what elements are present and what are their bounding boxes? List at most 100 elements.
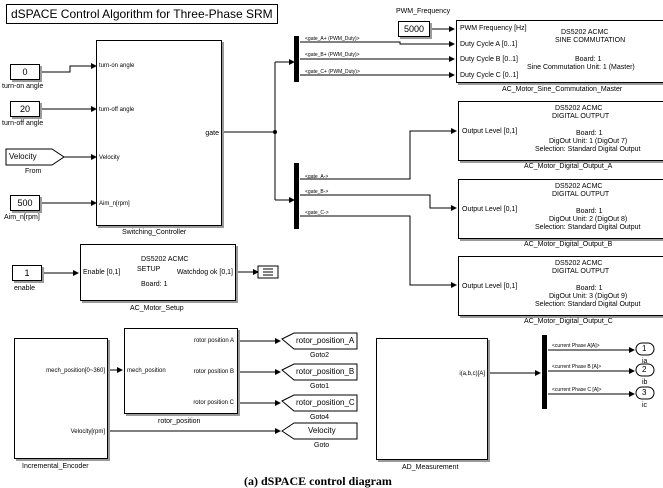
do-b-line5: Selection: Standard Digital Output [535,224,641,231]
from-velocity-tag[interactable]: Velocity [9,152,37,161]
rotor-out-b: rotor position B [193,369,234,375]
goto-rotor-b-tag[interactable]: rotor_position_B [296,367,355,376]
mux-pwm-b: <gate_B+ (PWM_Duty)> [305,52,360,58]
goto-rotor-a-tag[interactable]: rotor_position_A [296,336,355,345]
goto-rotor-c-label: Goto4 [310,414,330,421]
mux-dig-c: <gate_C-> [305,210,329,216]
outport-2-label: ib [642,379,648,386]
bus-selector-pwm[interactable] [294,36,299,82]
rotor-position-name: rotor_position [158,418,201,425]
outport-1-num[interactable]: 1 [642,344,647,353]
outport-3-num[interactable]: 3 [642,388,647,397]
mux-dig-a: <gate_A-> [305,174,329,180]
do-a-port: Output Level [0,1] [462,128,518,135]
setup-block[interactable]: DS5202 ACMC SETUP Board: 1 Enable [0,1] … [80,244,236,301]
rotor-out-a: rotor position A [193,338,234,344]
sine-line3: Board: 1 [575,56,602,63]
const-turn-on[interactable]: 0 [10,64,40,80]
digital-output-a-block[interactable]: Output Level [0,1] DS5202 ACMC DIGITAL O… [458,101,663,161]
ad-measurement-name: AD_Measurement [402,464,459,471]
do-a-line3: Board: 1 [576,130,603,137]
digital-output-c-name: AC_Motor_Digital_Output_C [524,318,613,325]
sine-line2: SINE COMMUTATION [555,37,626,44]
pwm-frequency-const[interactable]: 5000 [398,21,430,37]
do-b-line3: Board: 1 [576,208,603,215]
encoder-out-velocity: Velocity[rpm] [70,429,105,435]
sc-in-velocity: Velocity [99,155,120,161]
setup-out-port: Watchdog ok [0,1] [176,269,233,276]
do-b-line4: DigOut Unit: 2 (DigOut 8) [549,216,628,223]
digital-output-c-block[interactable]: Output Level [0,1] DS5202 ACMC DIGITAL O… [458,256,663,316]
rotor-in-mech: mech_position [127,368,166,374]
sc-in-turn-off: turn-off angle [99,107,135,113]
mux-pwm-c: <gate_C+ (PWM_Duty)> [305,69,360,75]
do-a-line4: DigOut Unit: 1 (DigOut 7) [549,138,628,145]
current-b-label: <current Phase B [A]> [552,364,602,370]
do-c-line4: DigOut Unit: 3 (DigOut 9) [549,293,628,300]
incremental-encoder-name: Incremental_Encoder [22,463,89,470]
bus-selector-current[interactable] [542,335,547,409]
sc-out-gate: gate [205,130,219,137]
setup-in-port: Enable [0,1] [83,269,121,276]
bus-selector-digital[interactable] [294,163,299,229]
sine-port-b: Duty Cycle B [0..1] [460,56,518,63]
do-c-line1: DS5202 ACMC [555,260,603,267]
mux-pwm-a: <gate_A+ (PWM_Duty)> [305,36,360,42]
ad-measurement-block[interactable]: i(a,b,c)[A] [376,338,488,460]
const-turn-off-label: turn-off angle [2,120,44,127]
sine-line4: Sine Commutation Unit: 1 (Master) [527,64,635,71]
do-b-line2: DIGITAL OUTPUT [552,191,610,198]
pwm-frequency-label: PWM_Frequency [396,8,451,15]
diagram-title: dSPACE Control Algorithm for Three-Phase… [6,4,278,24]
sc-in-aim: Aim_n[rpm] [99,201,130,207]
setup-name: AC_Motor_Setup [130,305,184,312]
goto-velocity-label: Goto [314,442,330,449]
outport-1-label: ia [642,358,648,365]
setup-line2: SETUP [137,266,161,273]
encoder-out-mech: mech_position[0~360] [46,368,105,374]
goto-velocity-tag[interactable]: Velocity [308,426,336,435]
outport-3-label: ic [642,402,648,409]
goto-rotor-a-label: Goto2 [310,352,330,359]
sine-commutation-name: AC_Motor_Sine_Commutation_Master [502,86,623,93]
digital-output-a-name: AC_Motor_Digital_Output_A [524,163,613,170]
switching-controller-name: Switching_Controller [122,229,187,236]
sc-in-turn-on: turn-on angle [99,63,135,69]
mux-dig-b: <gate_B-> [305,189,329,195]
do-c-port: Output Level [0,1] [462,283,518,290]
do-a-line1: DS5202 ACMC [555,105,603,112]
const-aim-label: Aim_n[rpm] [4,214,40,221]
goto-rotor-c-tag[interactable]: rotor_position_C [296,398,355,407]
outport-2-num[interactable]: 2 [642,365,647,374]
rotor-position-block[interactable]: mech_position rotor position A rotor pos… [124,328,238,414]
sine-port-a: Duty Cycle A [0..1] [460,41,518,48]
incremental-encoder-block[interactable]: mech_position[0~360] Velocity[rpm] [14,338,108,459]
const-enable-label: enable [14,285,36,292]
const-aim[interactable]: 500 [10,195,40,211]
current-c-label: <current Phase C [A]> [552,387,602,393]
const-turn-off[interactable]: 20 [10,101,40,117]
do-b-line1: DS5202 ACMC [555,183,603,190]
do-b-port: Output Level [0,1] [462,206,518,213]
ad-out: i(a,b,c)[A] [459,371,485,377]
setup-line3: Board: 1 [141,281,168,288]
do-c-line5: Selection: Standard Digital Output [535,301,641,308]
sine-commutation-block[interactable]: PWM Frequency [Hz] Duty Cycle A [0..1] D… [456,20,663,83]
rotor-out-c: rotor position C [193,400,234,406]
do-a-line5: Selection: Standard Digital Output [535,146,641,153]
setup-line1: DS5202 ACMC [141,256,189,263]
const-turn-on-label: turn-on angle [2,83,44,90]
do-c-line3: Board: 1 [576,285,603,292]
digital-output-b-name: AC_Motor_Digital_Output_B [524,241,613,248]
sine-line1: DS5202 ACMC [561,29,609,36]
sine-port-c: Duty Cycle C [0..1] [460,72,519,79]
switching-controller-block[interactable]: turn-on angle turn-off angle Velocity Ai… [96,40,222,226]
current-a-label: <current Phase A[A]> [552,343,600,349]
figure-caption: (a) dSPACE control diagram [244,474,392,488]
do-a-line2: DIGITAL OUTPUT [552,113,610,120]
const-enable[interactable]: 1 [12,265,42,281]
digital-output-b-block[interactable]: Output Level [0,1] DS5202 ACMC DIGITAL O… [458,179,663,239]
do-c-line2: DIGITAL OUTPUT [552,268,610,275]
